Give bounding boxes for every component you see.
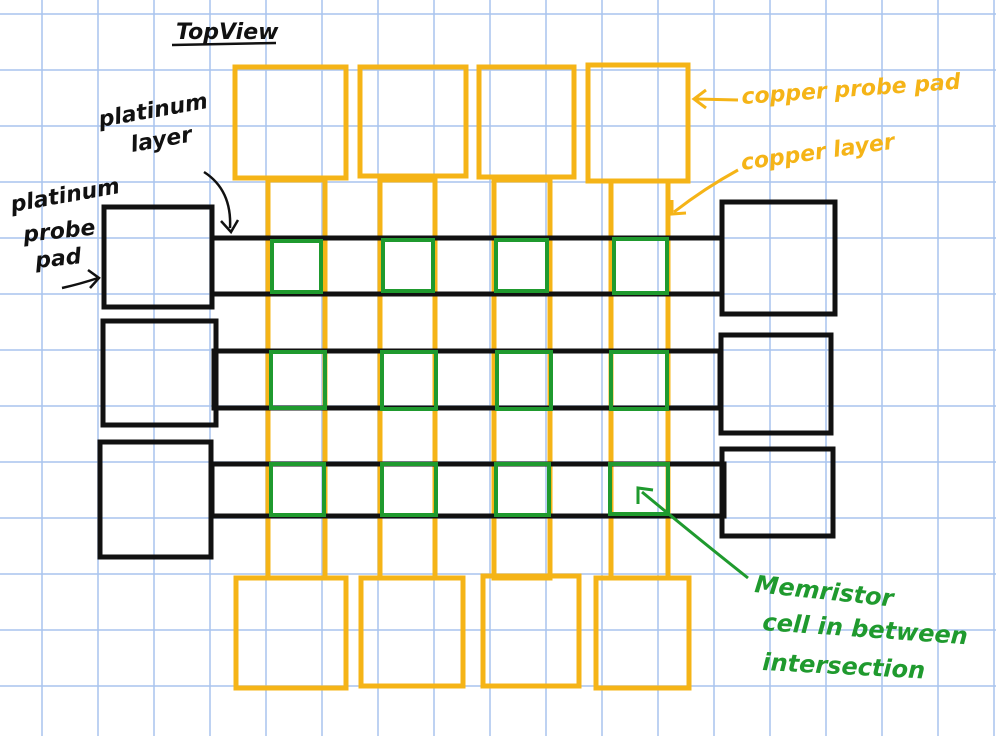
memristor-cell [270,239,323,294]
memristor-cell [269,462,326,517]
copper-probe-pads [232,62,692,691]
copper-probe-pad-bottom-4 [593,575,692,691]
memristor-label-line3: intersection [762,648,926,684]
copper-probe-pad-arrowhead [691,88,707,110]
memristor-cells [269,237,670,517]
page-title: TopView [176,20,279,45]
memristor-cell [494,462,551,517]
platinum-probe-pad-arrow [61,276,99,290]
copper-probe-pad-bottom-2 [358,575,466,689]
platinum-strip-2 [211,348,723,411]
platinum-probe-pad-right-1 [719,199,838,317]
platinum-probe-pad-left-2 [100,318,219,428]
platinum-probe-pad-left-1 [101,204,215,310]
memristor-arrow [641,490,749,580]
memristor-cell [608,462,670,516]
memristor-cell [269,350,327,410]
copper-probe-pad-arrow [695,97,739,102]
copper-probe-pad-top-3 [476,64,577,180]
copper-layer-arrowhead [670,200,687,216]
memristor-cell [495,350,553,411]
platinum-probe-pad-right-2 [718,332,834,436]
copper-probe-pad-bottom-3 [480,573,582,689]
platinum-probe-pad-left-3 [97,439,214,560]
memristor-cell [609,350,669,411]
platinum-strip-1 [209,235,725,297]
copper-layer-arrow [673,168,739,214]
memristor-cell [380,350,438,411]
platinum-probe-pads [97,199,838,560]
copper-probe-pad-label: copper probe pad [741,70,962,110]
platinum-layer-label-line2: layer [129,122,195,158]
platinum-probe-pad-label-line2: probe [21,216,97,249]
copper-probe-pad-top-1 [232,64,349,181]
memristor-arrowhead [636,486,654,504]
title-group: TopView [171,20,279,47]
copper-probe-pad-annotation: copper probe pad [691,70,962,110]
memristor-cell [381,238,435,293]
platinum-layer-annotation: platinum layer [96,89,240,235]
platinum-layer-arrow [203,170,232,229]
platinum-probe-pad-label-line3: pad [33,244,83,274]
platinum-layer [209,235,727,519]
title-underline [171,41,277,47]
platinum-layer-arrowhead [220,219,240,235]
copper-probe-pad-top-4 [585,62,691,184]
platinum-probe-pad-right-3 [719,446,836,539]
memristor-cell [380,462,438,517]
memristor-cell [494,238,549,293]
memristor-label-line1: Memristor [753,570,897,613]
copper-probe-pad-bottom-1 [233,575,349,691]
copper-probe-pad-top-2 [357,64,469,179]
copper-layer-label: copper layer [739,129,897,175]
platinum-probe-pad-arrowhead [87,268,101,289]
memristor-cell [612,237,669,295]
